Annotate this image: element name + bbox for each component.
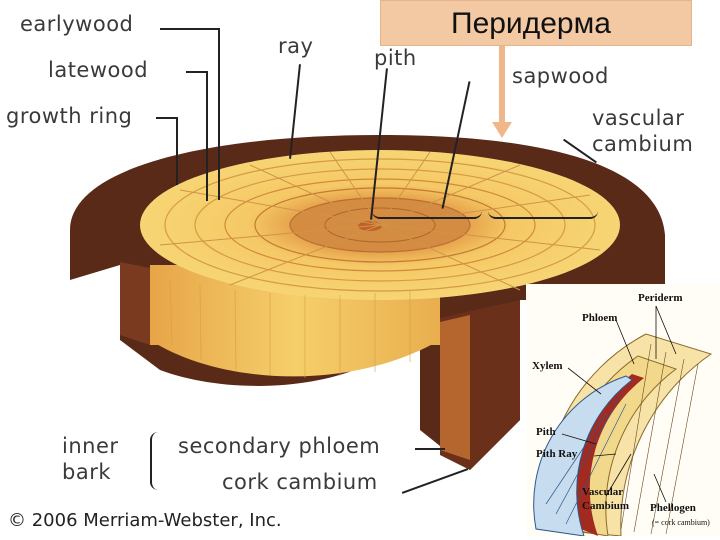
leader-earlywood-v xyxy=(218,28,220,200)
ring-3 xyxy=(224,178,536,272)
page-title: Перидерма xyxy=(451,7,611,40)
leader-growth-ring xyxy=(156,117,178,119)
inset-illustration xyxy=(533,305,713,536)
label-latewood: latewood xyxy=(48,58,149,82)
leader-growth-ring-v xyxy=(176,117,178,185)
inset-pointers xyxy=(561,305,677,503)
inner-bark-block xyxy=(440,315,470,460)
copyright-notice: © 2006 Merriam-Webster, Inc. xyxy=(8,510,282,531)
inset-xylem xyxy=(533,375,633,536)
inset-label-pith: Pith xyxy=(536,426,556,438)
inset-label-phloem: Phloem xyxy=(582,312,618,324)
label-secondary-phloem: secondary phloem xyxy=(178,434,381,458)
heartwood-brace xyxy=(372,205,482,219)
leader-earlywood xyxy=(160,28,220,30)
inset-cambium-line xyxy=(576,374,644,536)
label-pith: pith xyxy=(374,46,417,70)
title-box: Перидерма xyxy=(380,0,692,46)
wood-grain xyxy=(169,279,411,378)
label-cork-cambium: cork cambium xyxy=(222,470,378,494)
rays xyxy=(159,151,601,291)
label-ray: ray xyxy=(278,34,314,58)
inset-label-pith-ray: Pith Ray xyxy=(536,448,578,460)
inset-label-periderm: Periderm xyxy=(638,292,683,304)
inset-label-phellogen: Phellogen xyxy=(650,502,696,514)
sapwood-brace xyxy=(488,205,598,219)
label-vascular: vascular xyxy=(592,106,685,130)
label-sapwood: sapwood xyxy=(512,64,609,88)
inner-bark-brace xyxy=(150,432,162,490)
title-arrow-head xyxy=(492,122,512,138)
leader-secondary-phloem xyxy=(415,448,445,450)
trunk-side xyxy=(150,270,440,377)
label-cambium: cambium xyxy=(592,132,694,156)
label-growth-ring: growth ring xyxy=(6,104,133,128)
ring-4 xyxy=(254,187,506,263)
ring-1 xyxy=(164,158,596,292)
bark-block-left xyxy=(120,262,150,345)
label-bark: bark xyxy=(62,460,111,484)
leader-latewood-v xyxy=(206,71,208,201)
inset-cork-cells xyxy=(620,343,699,535)
inset-label-cork-note: (= cork cambium) xyxy=(652,518,710,527)
periderm-inset: Periderm Phloem Xylem Pith Pith Ray Vasc… xyxy=(526,284,720,536)
inset-label-xylem: Xylem xyxy=(532,360,563,372)
label-earlywood: earlywood xyxy=(20,12,134,36)
label-inner: inner xyxy=(62,434,119,458)
ring-5 xyxy=(324,207,436,243)
inset-label-cambium: Cambium xyxy=(582,500,630,512)
inset-label-vascular: Vascular xyxy=(582,486,624,498)
leader-latewood xyxy=(186,71,208,73)
inset-xylem-cells xyxy=(545,393,627,525)
title-arrow-shaft xyxy=(499,46,505,124)
ring-2 xyxy=(194,168,566,282)
